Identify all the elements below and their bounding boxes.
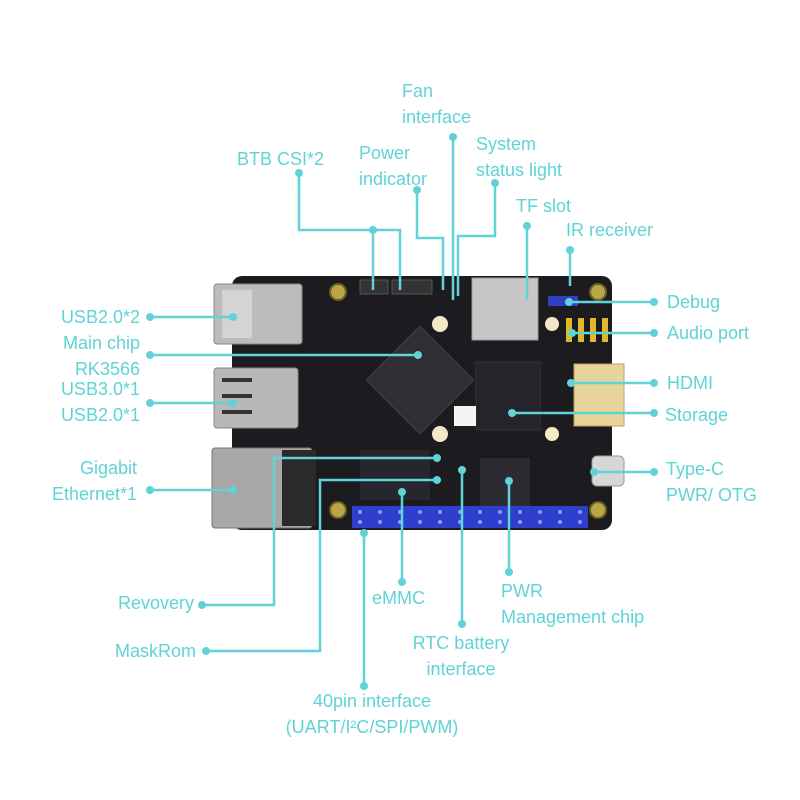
label-ethernet: Gigabit Ethernet*1 <box>51 458 137 504</box>
label-hdmi: HDMI <box>667 373 713 393</box>
label-ir-receiver: IR receiver <box>566 220 654 240</box>
label-recovery: Revovery <box>117 593 194 613</box>
label-debug: Debug <box>667 292 721 312</box>
leader-dots <box>146 133 658 690</box>
main-chip <box>365 325 475 435</box>
hdmi-port <box>573 363 625 427</box>
label-typec: Type-C PWR/ OTG <box>666 459 757 505</box>
label-audio: Audio port <box>667 323 750 343</box>
leader-lines <box>150 137 654 686</box>
label-pwr-chip: PWR Management chip <box>501 581 645 627</box>
label-emmc: eMMC <box>372 588 425 608</box>
label-maskrom: MaskRom <box>114 641 196 661</box>
label-system-status: System status light <box>476 134 563 180</box>
label-fan: Fan interface <box>402 81 472 127</box>
gpio-40pin <box>352 506 588 528</box>
label-rtc: RTC battery interface <box>412 633 510 679</box>
label-tf-slot: TF slot <box>516 196 572 216</box>
label-storage: Storage <box>665 405 729 425</box>
label-40pin: 40pin interface (UART/I²C/SPI/PWM) <box>285 691 459 737</box>
label-main-chip: Main chip RK3566 <box>62 333 140 379</box>
label-power-indicator: Power indicator <box>359 143 428 189</box>
label-usb20x2: USB2.0*2 <box>60 307 140 327</box>
label-btb-csi: BTB CSI*2 <box>237 149 325 169</box>
label-usb: USB3.0*1 USB2.0*1 <box>60 379 140 425</box>
